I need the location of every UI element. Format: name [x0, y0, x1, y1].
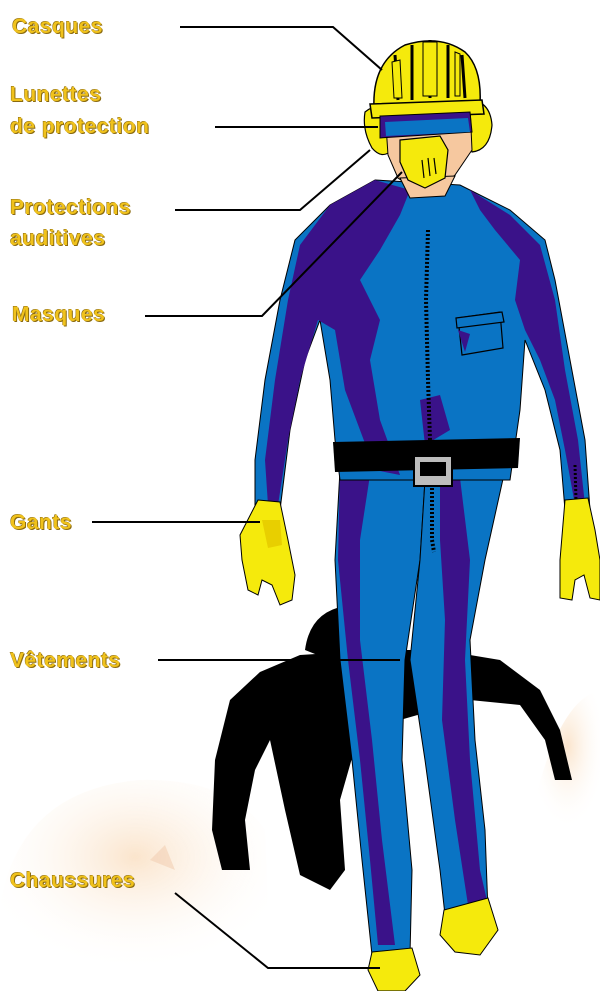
label-lunettes-line1: Lunettes	[10, 82, 150, 108]
label-vetements-text: Vêtements	[10, 649, 121, 672]
label-masques: Masques	[12, 302, 105, 328]
left-glove	[240, 500, 295, 605]
leader-casques	[180, 27, 382, 70]
label-vetements: Vêtements	[10, 648, 121, 674]
label-gants: Gants	[10, 510, 72, 536]
label-casques: Casques	[12, 14, 103, 40]
label-protections-line1: Protections	[10, 195, 131, 221]
label-protections: Protections auditives	[10, 195, 131, 252]
head	[364, 40, 492, 198]
label-lunettes: Lunettes de protection	[10, 82, 150, 140]
label-protections-line2: auditives	[10, 226, 131, 252]
label-masques-text: Masques	[12, 303, 105, 326]
left-shoe	[368, 948, 420, 991]
label-chaussures: Chaussures	[10, 868, 135, 894]
right-glove	[560, 498, 600, 600]
label-lunettes-line2: de protection	[10, 114, 150, 140]
label-casques-text: Casques	[12, 15, 103, 38]
suit-legs	[335, 470, 505, 955]
label-gants-text: Gants	[10, 511, 72, 534]
label-chaussures-text: Chaussures	[10, 869, 135, 892]
